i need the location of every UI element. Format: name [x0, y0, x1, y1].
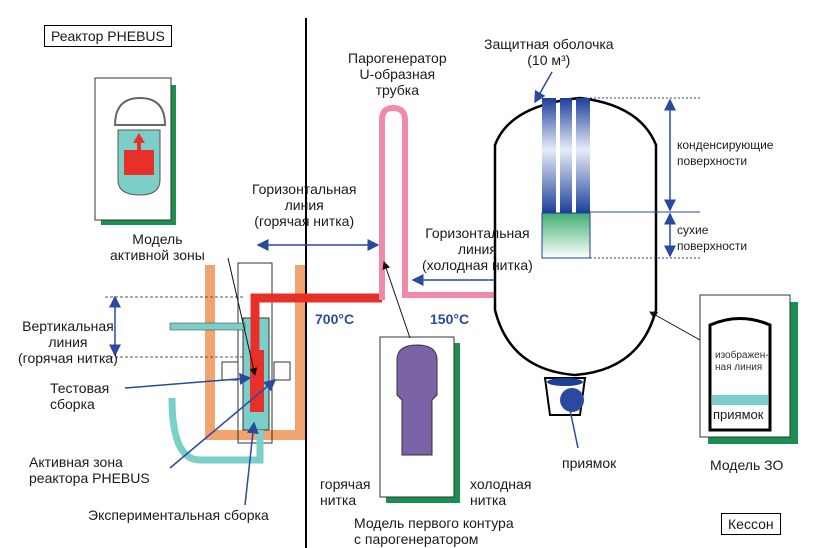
- cold-temperature: 150°C: [430, 311, 470, 327]
- containment-model-label: Модель ЗО: [710, 457, 784, 473]
- core-model-card: [94, 77, 176, 225]
- sump-label: приямок: [562, 455, 617, 471]
- phebus-reactor-vessel: [168, 262, 305, 464]
- containment-model-sump-label: приямок: [713, 407, 764, 422]
- hot-temperature: 700°C: [315, 311, 355, 327]
- containment-model-inner-label: изображен-ная линия: [715, 350, 769, 373]
- u-tube-pipe: [379, 104, 576, 300]
- sg-model-card: [379, 336, 460, 503]
- containment-label: Защитная оболочка(10 м³): [484, 36, 614, 68]
- containment-model-card: [699, 294, 798, 444]
- containment-vessel: [493, 96, 658, 416]
- experimental-assembly-label: Экспериментальная сборка: [88, 507, 269, 523]
- hot-leg-pipe: [250, 293, 382, 355]
- caisson-title-box: Кессон: [721, 513, 781, 535]
- reactor-title-box: Реактор PHEBUS: [44, 25, 172, 47]
